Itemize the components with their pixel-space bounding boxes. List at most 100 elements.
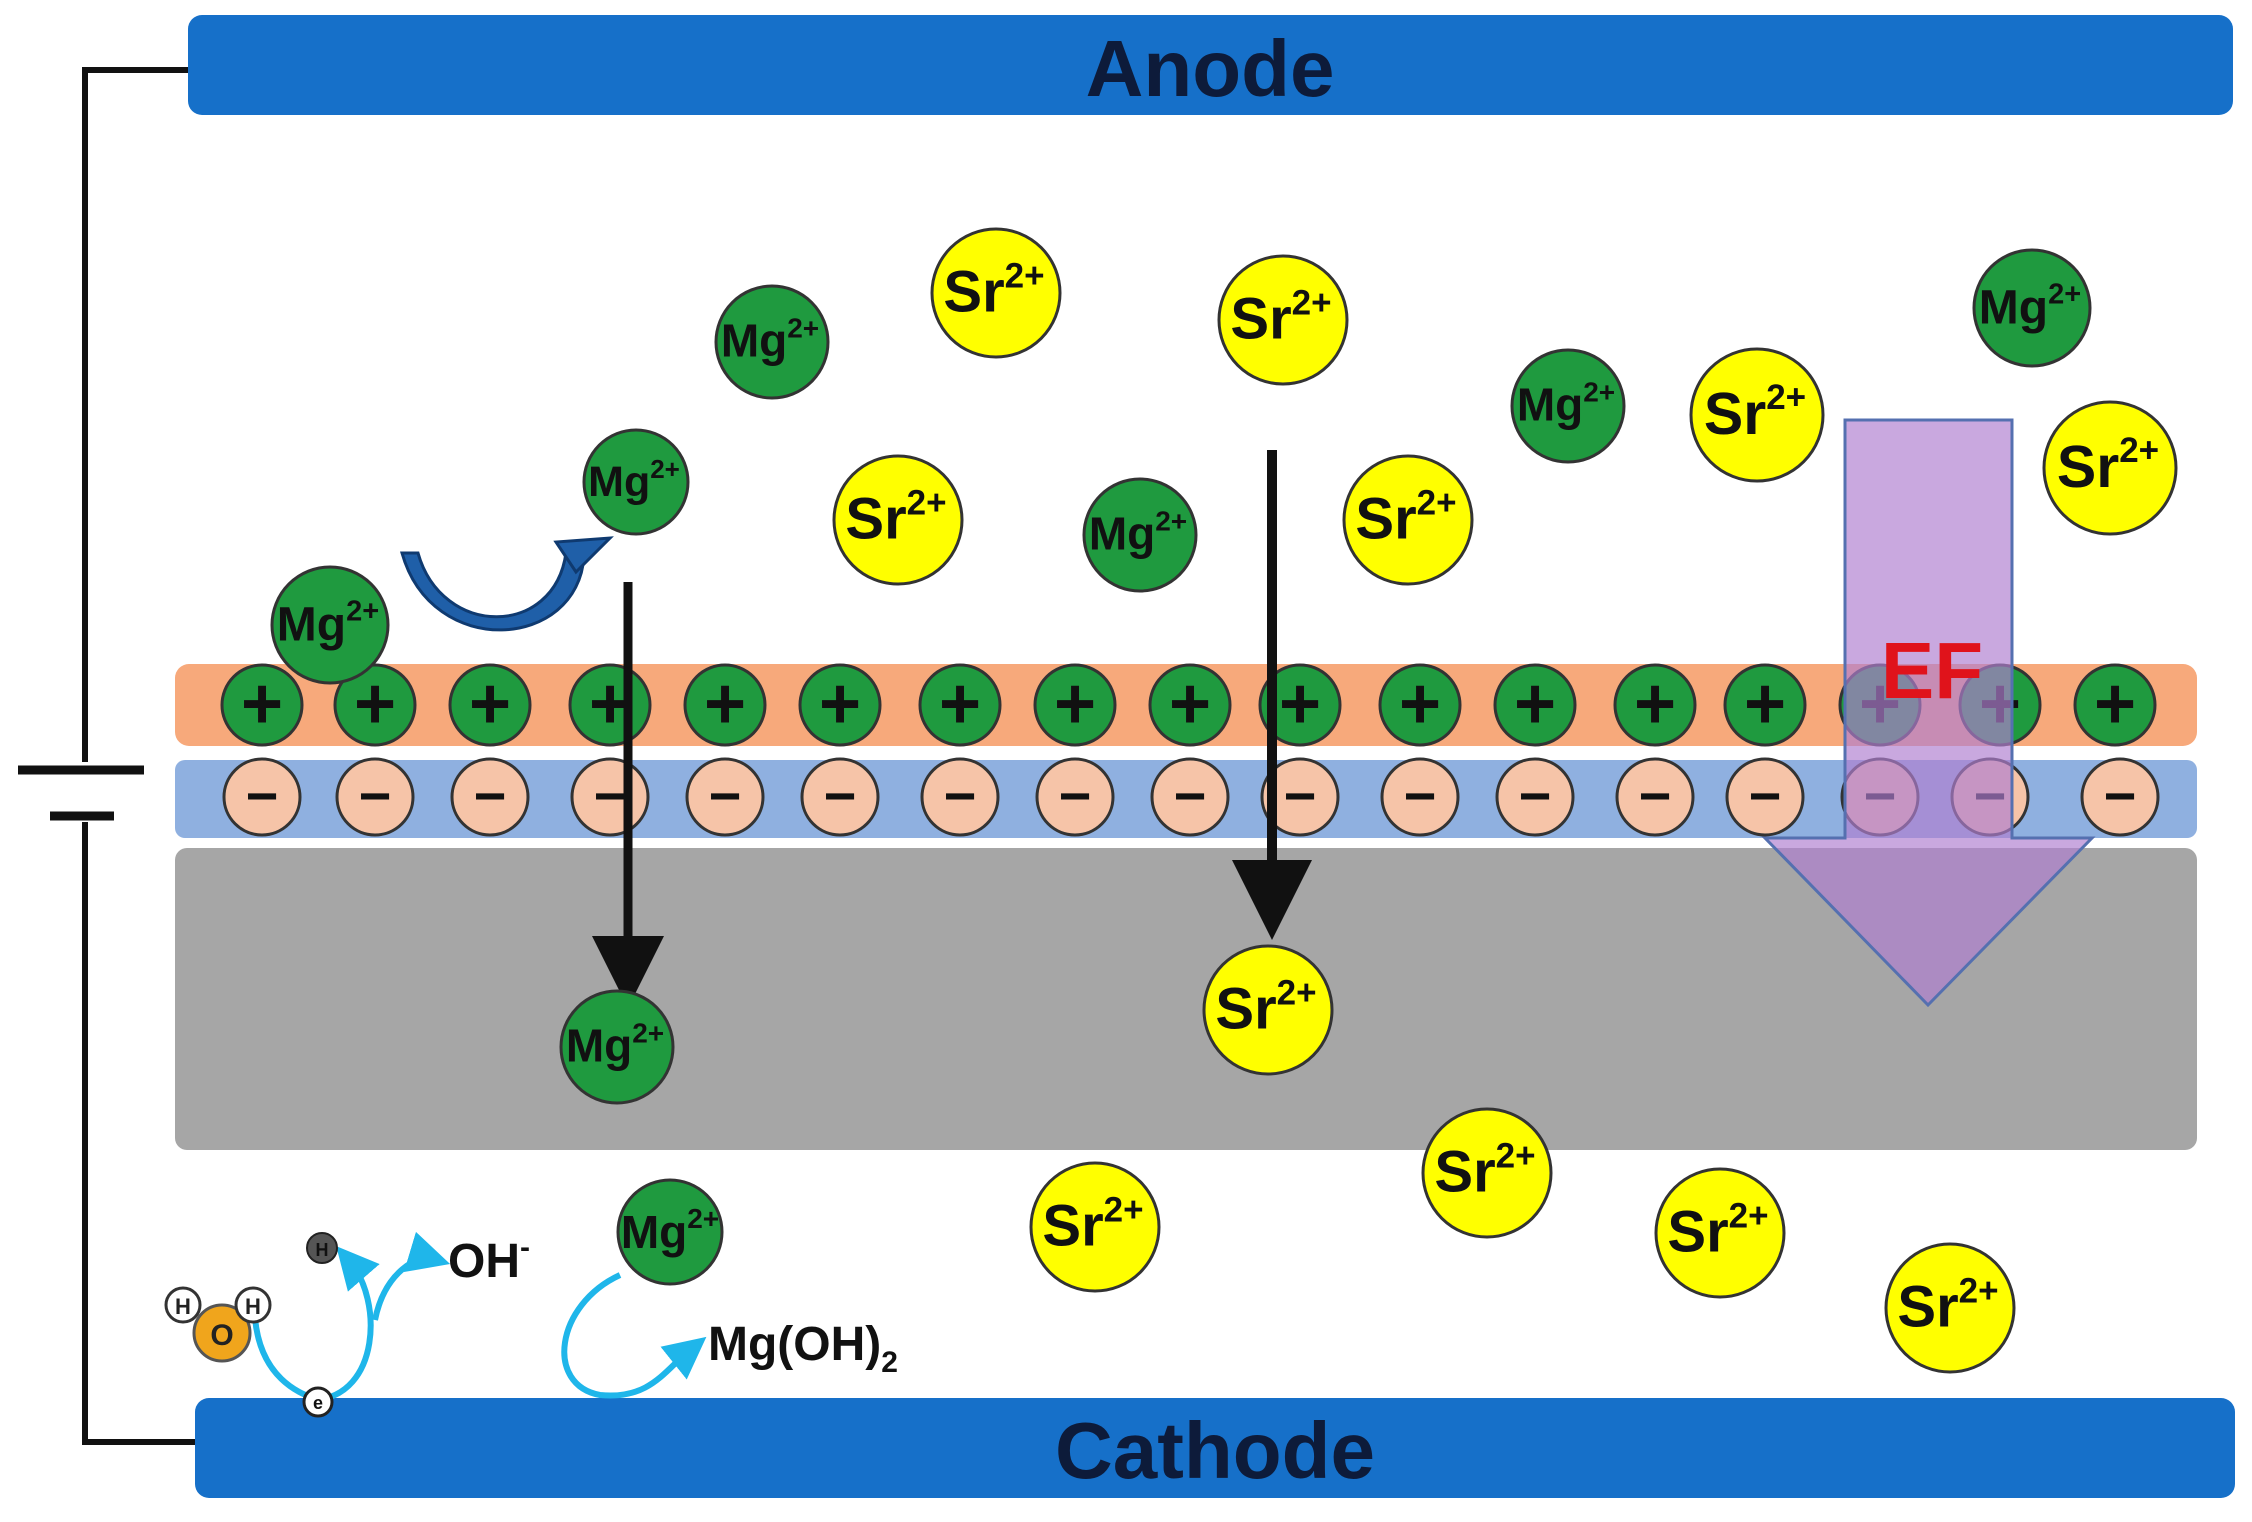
svg-text:+: + <box>1054 664 1096 744</box>
precipitation-arrow <box>561 1272 707 1399</box>
mg-ion: Mg2+ <box>270 565 390 685</box>
positive-charge: + <box>568 663 652 747</box>
svg-text:−: − <box>824 764 857 827</box>
negative-charge: − <box>1035 757 1115 837</box>
cathode-reaction: O H H H e OH- Mg2+ Mg(OH)2 <box>164 1178 898 1418</box>
sr-ion: Sr2+ <box>1884 1242 2016 1374</box>
negative-charge: − <box>1380 757 1460 837</box>
svg-text:Mg2+: Mg2+ <box>1089 506 1187 560</box>
negative-charge: − <box>1615 757 1695 837</box>
positive-charge: + <box>1493 663 1577 747</box>
sr-ion: Sr2+ <box>1421 1107 1553 1239</box>
svg-text:−: − <box>1284 764 1317 827</box>
svg-text:Sr2+: Sr2+ <box>845 484 946 552</box>
svg-text:Mg2+: Mg2+ <box>588 454 680 506</box>
svg-text:−: − <box>594 764 627 827</box>
water-molecule: O H H <box>164 1286 272 1363</box>
sr-ion: Sr2+ <box>2042 400 2178 536</box>
svg-text:+: + <box>241 664 283 744</box>
svg-text:−: − <box>2104 764 2137 827</box>
hydrogen-label: H <box>316 1240 329 1260</box>
negative-charge: − <box>1260 757 1340 837</box>
mg-ion-reactant: Mg2+ <box>616 1178 724 1286</box>
water-split-arrow-right <box>314 1246 380 1403</box>
svg-text:Sr2+: Sr2+ <box>1434 1137 1535 1205</box>
electron-label: e <box>313 1393 323 1413</box>
hydroxide-label: OH- <box>448 1231 530 1288</box>
cathode-electrode: Cathode <box>195 1398 2235 1498</box>
negative-charge: − <box>570 757 650 837</box>
positive-charge: + <box>448 663 532 747</box>
svg-text:Mg2+: Mg2+ <box>721 313 819 367</box>
substrate-layer <box>175 848 2197 1150</box>
mg-ion: Mg2+ <box>1082 477 1198 593</box>
water-o-label: O <box>210 1319 233 1352</box>
mg-hydroxide-label: Mg(OH)2 <box>708 1318 898 1379</box>
positive-charge: + <box>1033 663 1117 747</box>
svg-text:Mg2+: Mg2+ <box>1517 377 1615 431</box>
svg-text:Mg2+: Mg2+ <box>277 595 379 651</box>
positive-charge: + <box>2073 663 2157 747</box>
positive-charge: + <box>1148 663 1232 747</box>
positive-charge: + <box>1613 663 1697 747</box>
svg-text:−: − <box>246 764 279 827</box>
svg-text:+: + <box>354 664 396 744</box>
cathode-label: Cathode <box>1055 1406 1375 1495</box>
mg-ion: Mg2+ <box>559 989 675 1105</box>
negative-charge: − <box>1725 757 1805 837</box>
svg-text:Sr2+: Sr2+ <box>1355 484 1456 552</box>
svg-text:−: − <box>1519 764 1552 827</box>
svg-text:−: − <box>1404 764 1437 827</box>
negative-charge: − <box>450 757 530 837</box>
circuit-wire <box>82 67 195 1445</box>
sr-ion: Sr2+ <box>1029 1161 1161 1293</box>
sr-ion: Sr2+ <box>1689 347 1825 483</box>
electric-field-arrow: EF <box>1761 418 2096 1008</box>
mg-reactant-label: Mg2+ <box>621 1203 719 1258</box>
water-h-left-label: H <box>175 1294 191 1319</box>
negative-charge: − <box>1495 757 1575 837</box>
svg-text:Sr2+: Sr2+ <box>1230 284 1331 352</box>
svg-text:+: + <box>704 664 746 744</box>
positive-charge: + <box>683 663 767 747</box>
ef-label: EF <box>1881 626 1983 715</box>
svg-text:−: − <box>1174 764 1207 827</box>
anode-electrode: Anode <box>188 15 2233 115</box>
svg-text:Mg2+: Mg2+ <box>566 1018 664 1072</box>
mg-ion: Mg2+ <box>1972 248 2092 368</box>
mg-ion: Mg2+ <box>582 428 690 536</box>
negative-charge: − <box>1150 757 1230 837</box>
svg-text:Sr2+: Sr2+ <box>943 257 1044 325</box>
hydroxide-arrow <box>372 1231 451 1321</box>
positive-charge: + <box>220 663 304 747</box>
positive-charge: + <box>1378 663 1462 747</box>
positive-charge: + <box>1723 663 1807 747</box>
negative-charge: − <box>920 757 1000 837</box>
positive-charge: + <box>798 663 882 747</box>
svg-text:+: + <box>2094 664 2136 744</box>
mg-ion: Mg2+ <box>1510 348 1626 464</box>
negative-charge: − <box>800 757 880 837</box>
svg-text:Sr2+: Sr2+ <box>1704 378 1806 447</box>
svg-text:−: − <box>474 764 507 827</box>
svg-text:+: + <box>1169 664 1211 744</box>
svg-text:+: + <box>1279 664 1321 744</box>
positive-charge: + <box>1258 663 1342 747</box>
negative-charge: − <box>335 757 415 837</box>
svg-text:Sr2+: Sr2+ <box>2057 431 2159 500</box>
negative-charge: − <box>2080 757 2160 837</box>
sr-ion: Sr2+ <box>1202 944 1334 1076</box>
hydrogen-atom: H <box>306 1232 338 1264</box>
positive-charge: + <box>918 663 1002 747</box>
svg-text:Sr2+: Sr2+ <box>1667 1197 1768 1265</box>
svg-text:+: + <box>469 664 511 744</box>
svg-text:+: + <box>1399 664 1441 744</box>
svg-text:−: − <box>1059 764 1092 827</box>
negative-charge: − <box>222 757 302 837</box>
svg-text:+: + <box>939 664 981 744</box>
svg-text:+: + <box>819 664 861 744</box>
battery-icon <box>18 765 144 821</box>
mg-hop-arrow <box>400 536 614 632</box>
mg-ion: Mg2+ <box>714 284 830 400</box>
